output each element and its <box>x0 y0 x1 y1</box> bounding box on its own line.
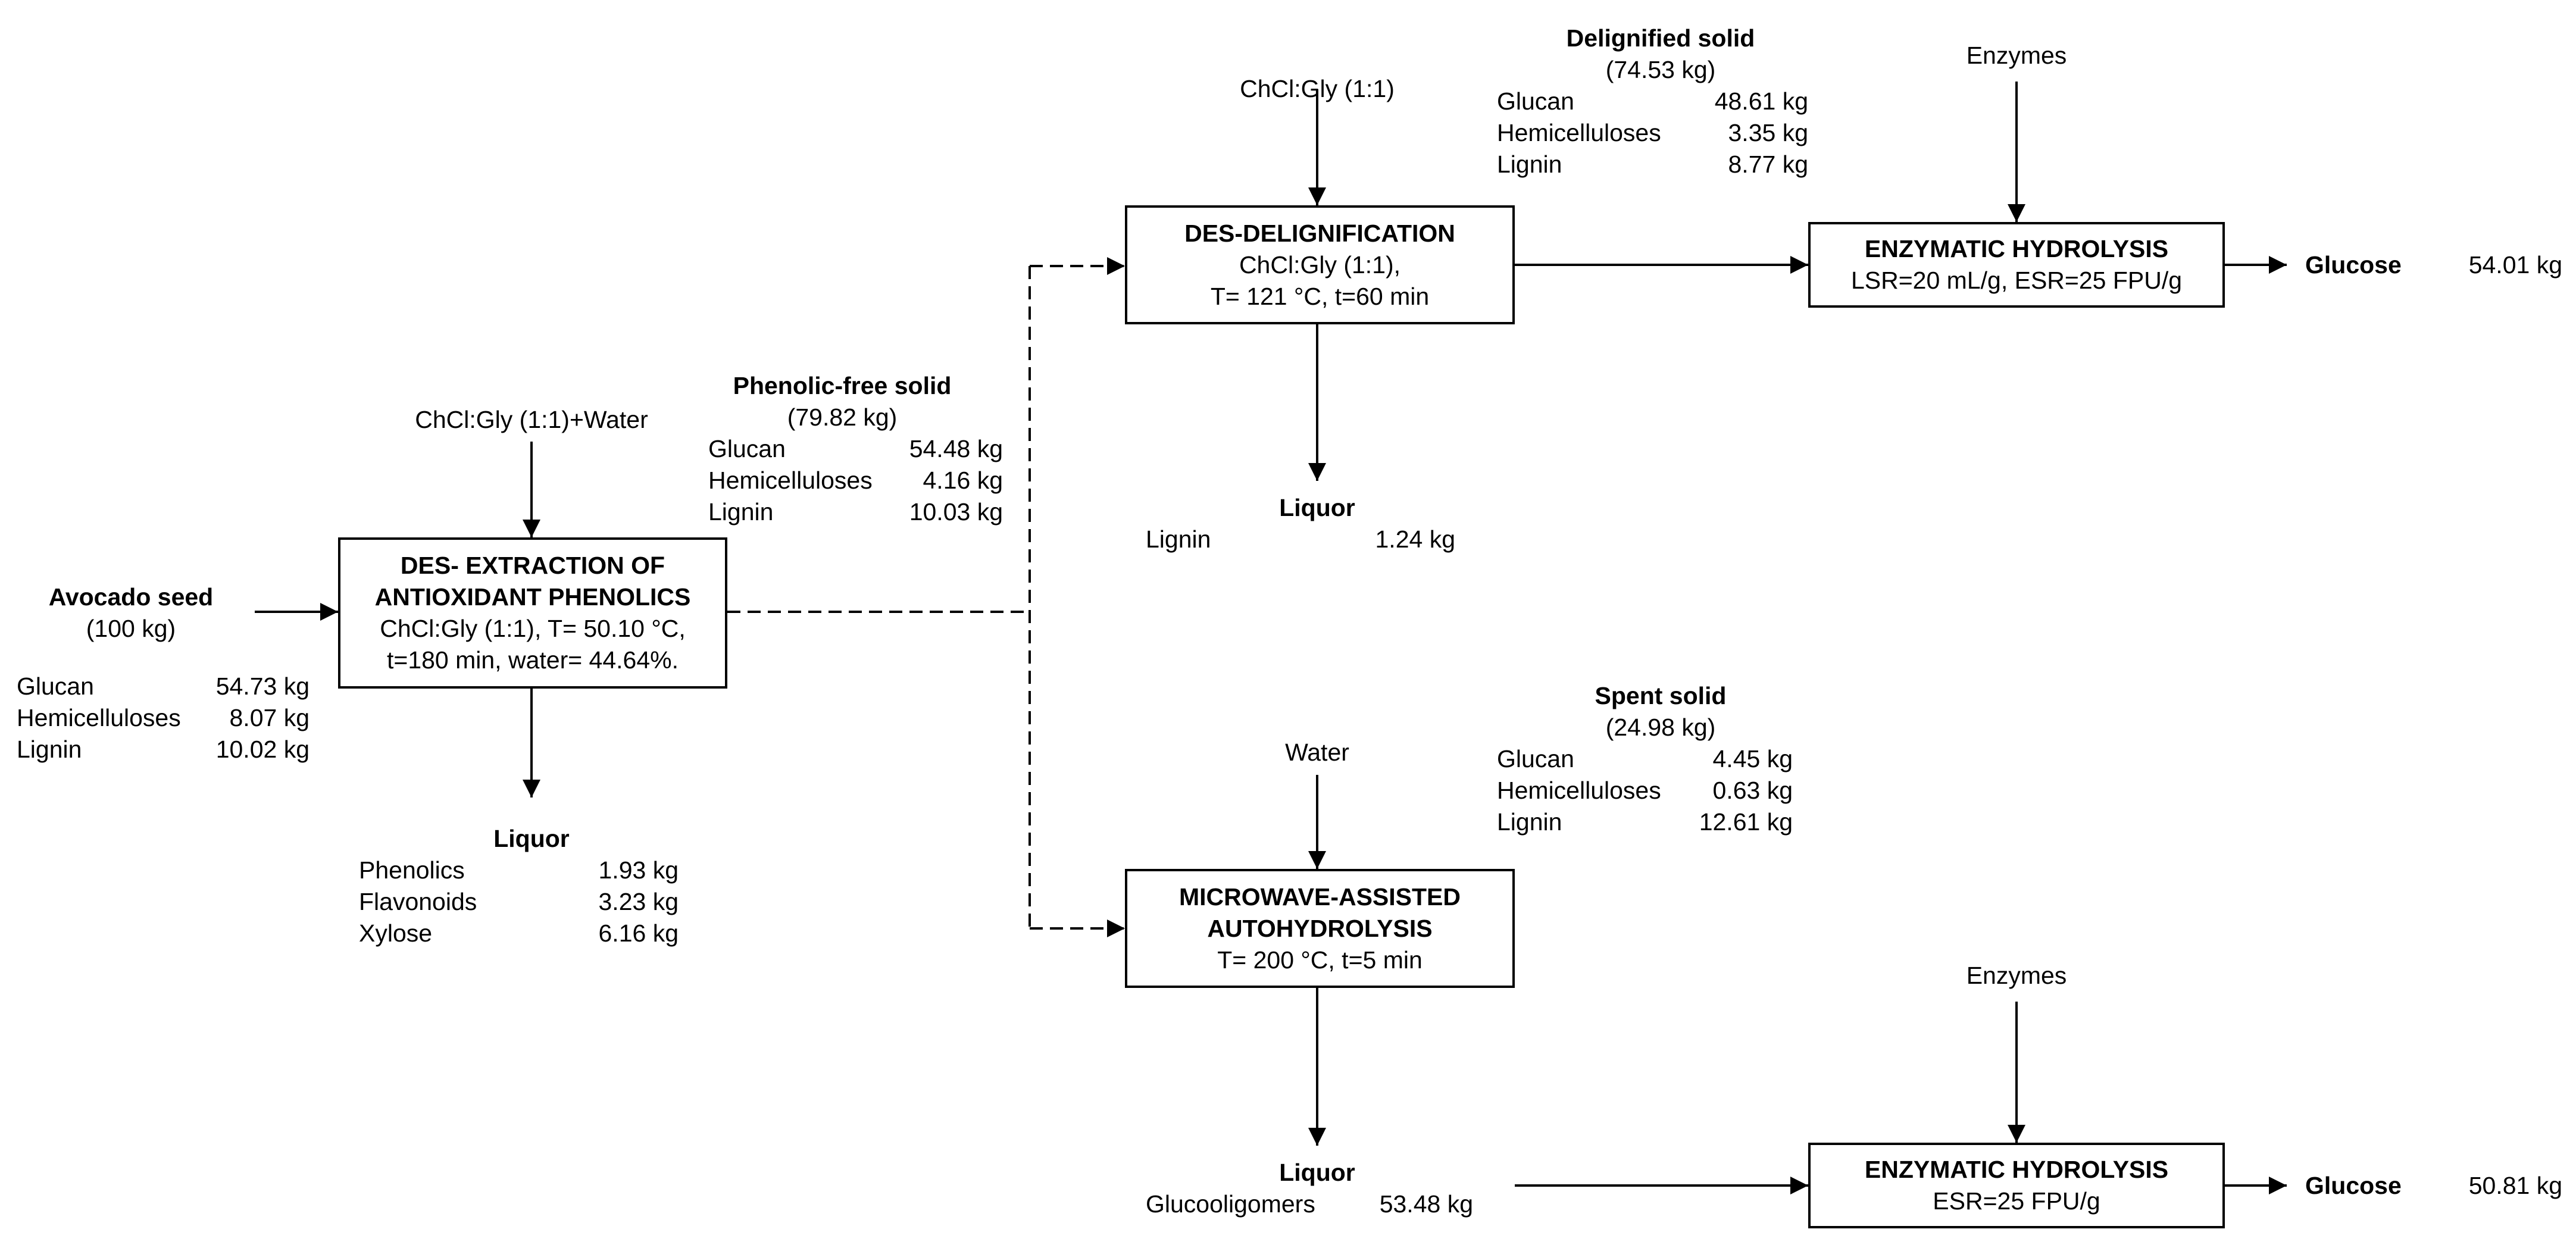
phenolic-free-solid-row-value: 54.48 kg <box>909 435 1003 462</box>
spent-solid-row-label: Hemicelluloses <box>1497 777 1661 804</box>
extraction-liquor-row-label: Phenolics <box>359 856 465 884</box>
feed-row-label: Lignin <box>17 736 82 763</box>
spent-solid-row-value: 4.45 kg <box>1712 745 1793 772</box>
delignified-solid-row-label: Lignin <box>1497 151 1562 178</box>
spent-solid-amount: (24.98 kg) <box>1605 714 1716 741</box>
delignification-condition-line: T= 121 °C, t=60 min <box>1210 282 1430 310</box>
delignification-title-line: DES-DELIGNIFICATION <box>1184 219 1455 247</box>
hydrolysis-top-input-label: Enzymes <box>1966 42 2067 69</box>
extraction-liquor-row-label: Flavonoids <box>359 888 477 915</box>
glucose-top-label: Glucose <box>2305 251 2402 279</box>
phenolic-free-solid-split <box>727 257 1125 937</box>
hydrolysis-bottom-input-label: Enzymes <box>1966 962 2067 989</box>
extraction-condition-line: t=180 min, water= 44.64%. <box>386 646 679 674</box>
phenolic-free-solid-row-value: 10.03 kg <box>909 498 1003 526</box>
glucose-bottom-label: Glucose <box>2305 1172 2402 1199</box>
phenolic-free-solid-row-value: 4.16 kg <box>923 467 1003 494</box>
extraction-liquor-row-value: 1.93 kg <box>598 856 679 884</box>
extraction-liquor-row-value: 6.16 kg <box>598 919 679 947</box>
phenolic-free-solid-title: Phenolic-free solid <box>733 372 952 399</box>
delignification-condition-line: ChCl:Gly (1:1), <box>1239 251 1401 279</box>
delignified-solid-row-label: Glucan <box>1497 87 1574 115</box>
phenolic-free-solid-row-label: Lignin <box>708 498 774 526</box>
extraction-title-line: DES- EXTRACTION OF <box>400 552 665 579</box>
autohydrolysis-liquor-title: Liquor <box>1279 1159 1355 1186</box>
feed-row-label: Glucan <box>17 673 94 700</box>
delignified-solid-row-value: 3.35 kg <box>1728 119 1809 146</box>
autohydrolysis-process-box: MICROWAVE-ASSISTED AUTOHYDROLYSIS T= 200… <box>1125 869 1515 988</box>
autohydrolysis-liquor-row-label: Glucooligomers <box>1146 1190 1315 1218</box>
extraction-process-box: DES- EXTRACTION OF ANTIOXIDANT PHENOLICS… <box>338 537 727 689</box>
extraction-liquor-row-value: 3.23 kg <box>598 888 679 915</box>
spent-solid-row-value: 0.63 kg <box>1712 777 1793 804</box>
feed-amount: (100 kg) <box>86 615 176 642</box>
autohydrolysis-input-label: Water <box>1285 739 1349 766</box>
delignified-solid-amount: (74.53 kg) <box>1605 56 1716 83</box>
delignification-input-label: ChCl:Gly (1:1) <box>1240 75 1395 102</box>
phenolic-free-solid-amount: (79.82 kg) <box>787 404 898 431</box>
delignified-solid-title: Delignified solid <box>1566 24 1755 52</box>
spent-solid-row-label: Glucan <box>1497 745 1574 772</box>
spent-solid-row-value: 12.61 kg <box>1699 808 1793 836</box>
hydrolysis-bottom-title-line: ENZYMATIC HYDROLYSIS <box>1864 1156 2169 1183</box>
glucose-bottom-value: 50.81 kg <box>2468 1172 2562 1199</box>
feed-row-value: 54.73 kg <box>215 673 310 700</box>
extraction-condition-line: ChCl:Gly (1:1), T= 50.10 °C, <box>380 615 686 642</box>
hydrolysis-top-process-box: ENZYMATIC HYDROLYSIS LSR=20 mL/g, ESR=25… <box>1808 222 2225 308</box>
delignification-liquor-row-label: Lignin <box>1146 526 1211 553</box>
hydrolysis-bottom-condition-line: ESR=25 FPU/g <box>1933 1187 2100 1215</box>
autohydrolysis-title-line: AUTOHYDROLYSIS <box>1207 914 1433 942</box>
delignification-liquor-row-value: 1.24 kg <box>1375 526 1456 553</box>
glucose-top-value: 54.01 kg <box>2468 251 2562 279</box>
autohydrolysis-title-line: MICROWAVE-ASSISTED <box>1178 883 1461 911</box>
extraction-input-label: ChCl:Gly (1:1)+Water <box>415 406 648 433</box>
spent-solid-title: Spent solid <box>1595 682 1727 709</box>
feed-title: Avocado seed <box>48 583 214 611</box>
phenolic-free-solid-row-label: Glucan <box>708 435 786 462</box>
hydrolysis-top-condition-line: LSR=20 mL/g, ESR=25 FPU/g <box>1850 267 2183 294</box>
feed-row-value: 10.02 kg <box>215 736 310 763</box>
autohydrolysis-condition-line: T= 200 °C, t=5 min <box>1217 946 1423 974</box>
autohydrolysis-liquor-row-value: 53.48 kg <box>1379 1190 1473 1218</box>
delignification-liquor-title: Liquor <box>1279 494 1355 521</box>
feed-row-value: 8.07 kg <box>229 704 310 731</box>
phenolic-free-solid-row-label: Hemicelluloses <box>708 467 873 494</box>
delignified-solid-row-value: 8.77 kg <box>1728 151 1809 178</box>
delignified-solid-row-value: 48.61 kg <box>1714 87 1808 115</box>
spent-solid-row-label: Lignin <box>1497 808 1562 836</box>
extraction-title-line: ANTIOXIDANT PHENOLICS <box>374 583 691 611</box>
delignification-process-box: DES-DELIGNIFICATION ChCl:Gly (1:1), T= 1… <box>1125 205 1515 324</box>
feed-row-label: Hemicelluloses <box>17 704 181 731</box>
hydrolysis-bottom-process-box: ENZYMATIC HYDROLYSIS ESR=25 FPU/g <box>1808 1143 2225 1228</box>
hydrolysis-top-title-line: ENZYMATIC HYDROLYSIS <box>1864 235 2169 262</box>
extraction-liquor-title: Liquor <box>493 825 570 852</box>
delignified-solid-row-label: Hemicelluloses <box>1497 119 1661 146</box>
extraction-liquor-row-label: Xylose <box>359 919 433 947</box>
